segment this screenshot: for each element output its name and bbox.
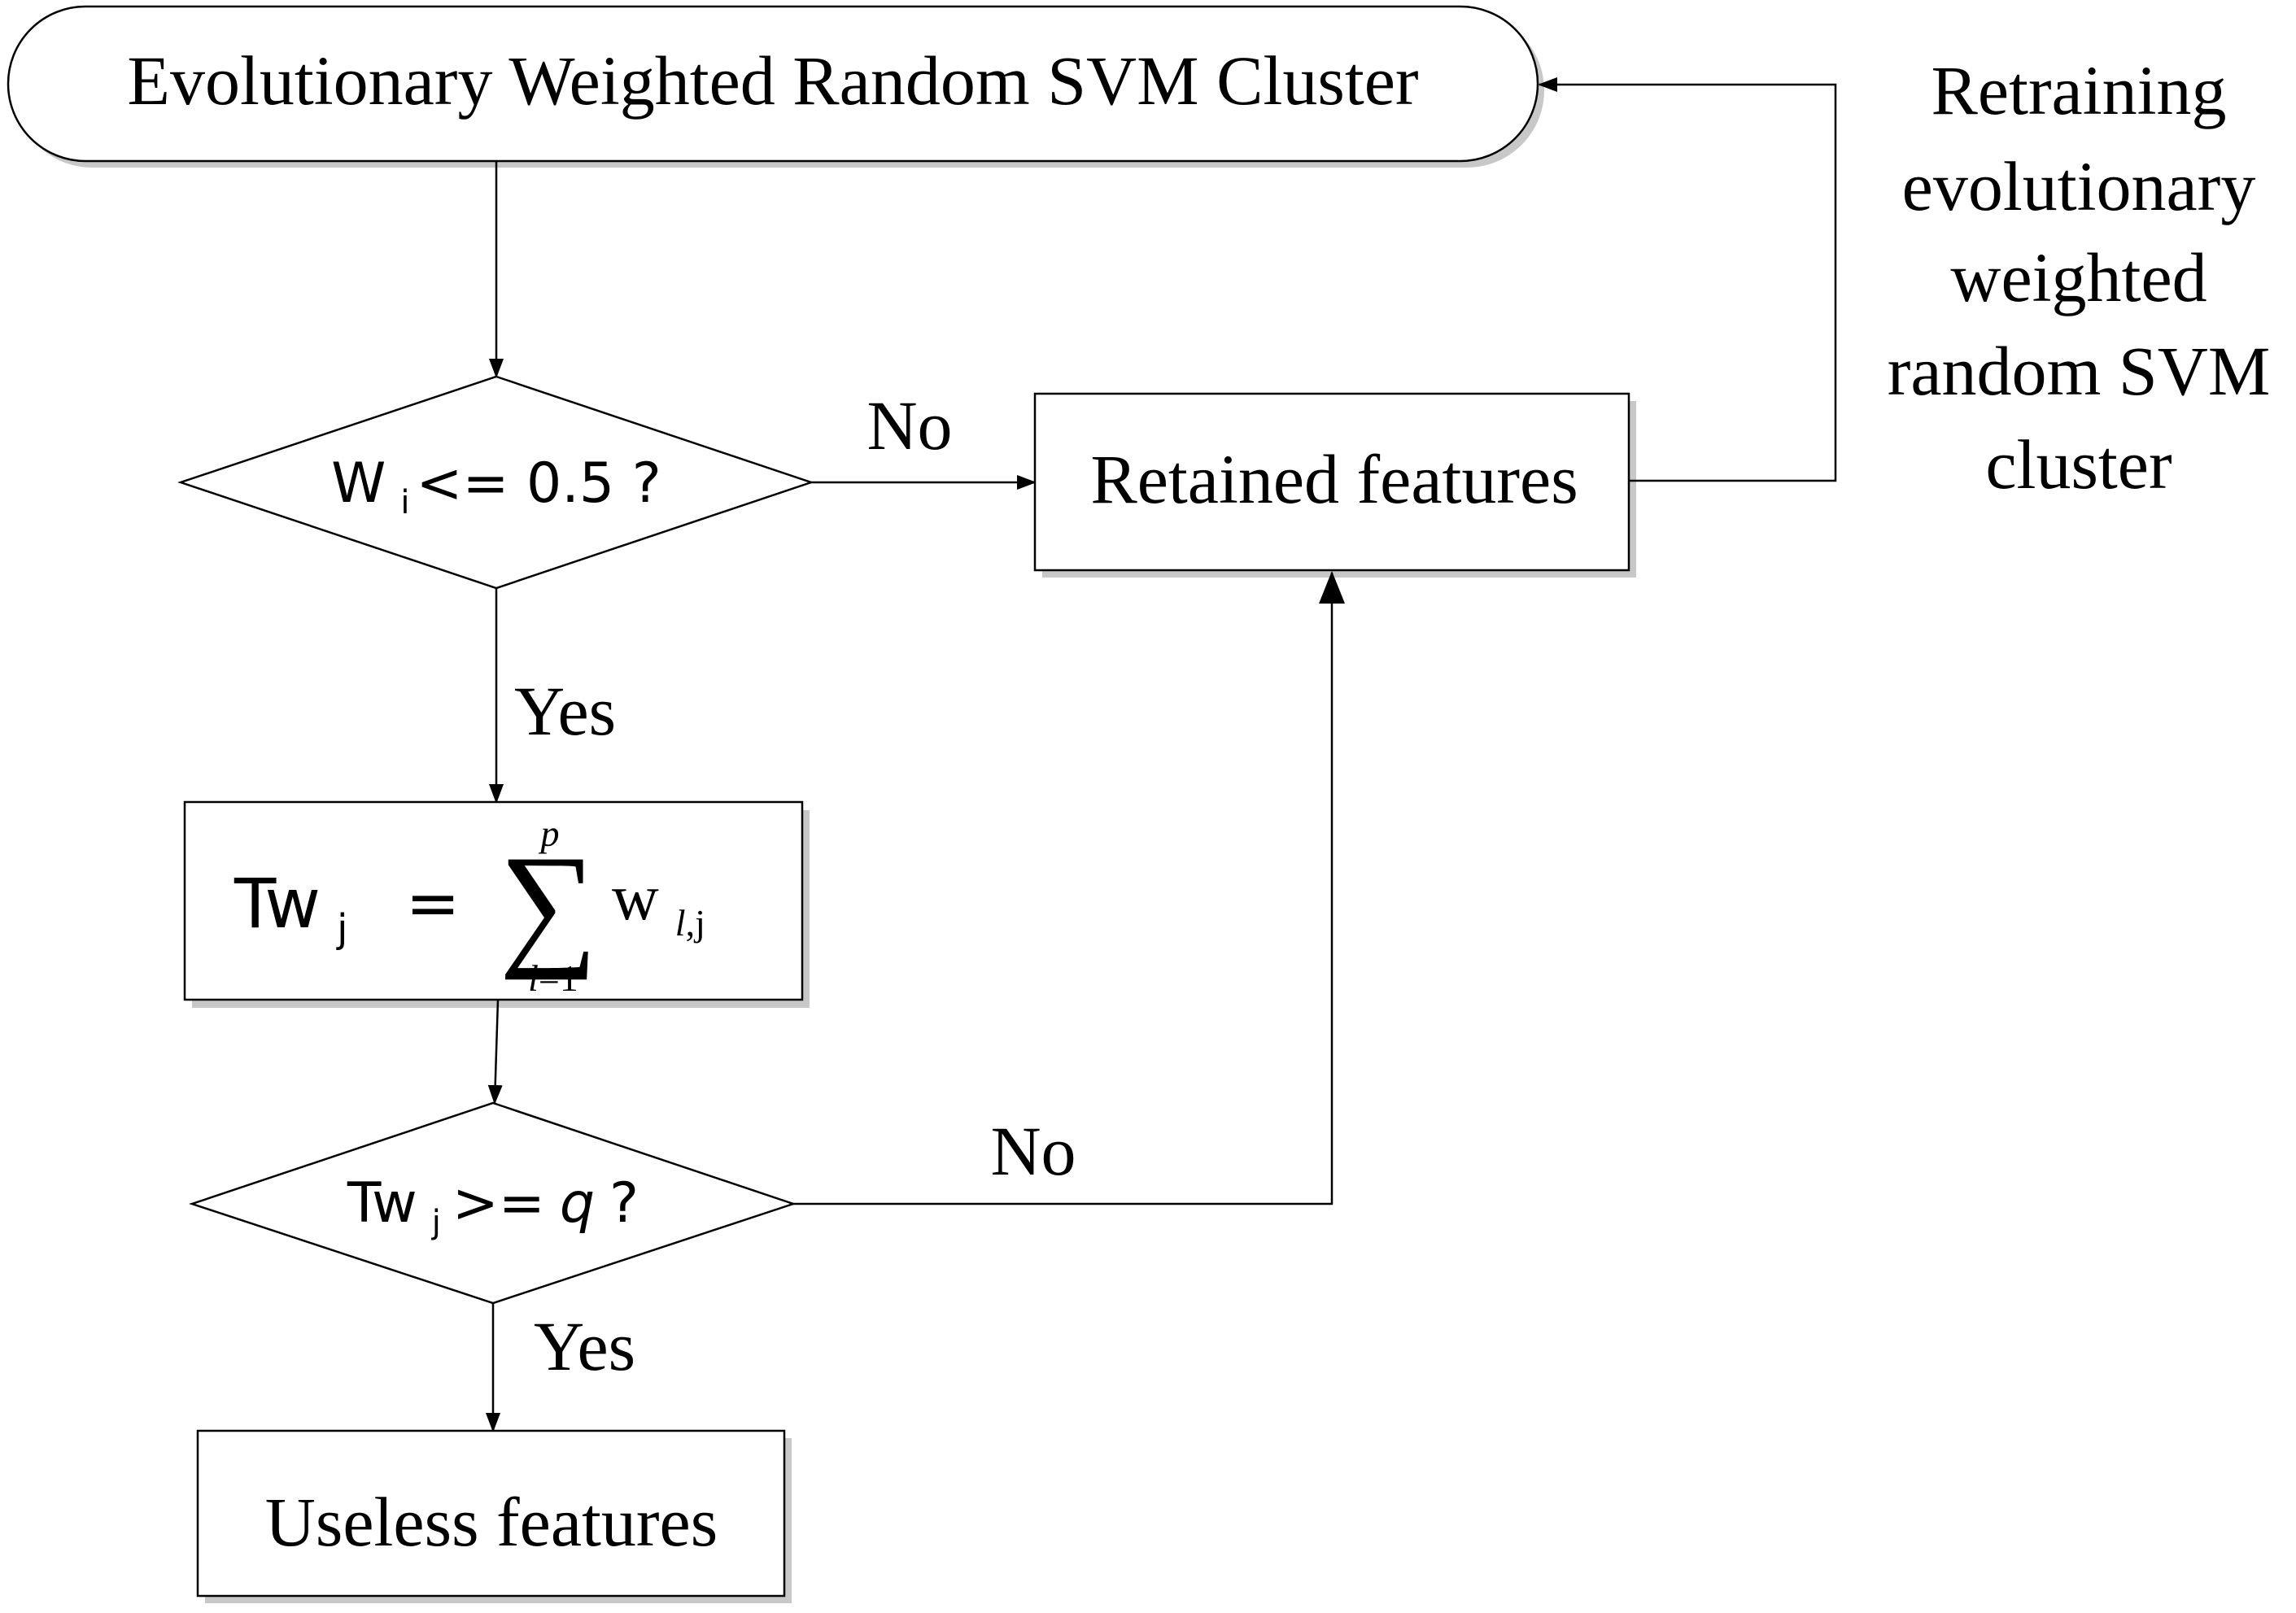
retraining-note: Retraining evolutionary weighted random … <box>1888 51 2271 504</box>
edge-decision1-yes-label: Yes <box>514 672 616 750</box>
edge-decision1-no-label: No <box>866 386 952 464</box>
decision2-sub: j <box>431 1204 441 1241</box>
sum-term-sub-rest: ,j <box>686 902 705 944</box>
decision1-var: W <box>331 451 386 516</box>
retraining-line-3: weighted <box>1950 238 2207 316</box>
edge-sum-to-decision2 <box>487 999 503 1105</box>
retraining-line-4: random SVM <box>1888 332 2271 410</box>
decision2-q: q <box>560 1171 595 1236</box>
decision2-tail: ? <box>609 1171 639 1236</box>
useless-node <box>196 1429 786 1598</box>
decision1-sub: i <box>400 484 409 521</box>
decision1-rest: <= 0.5 ? <box>416 451 661 516</box>
decision2-var: Tw <box>347 1171 417 1236</box>
sum-lhs-sub: j <box>336 906 347 952</box>
sum-sigma: ∑ <box>499 827 597 980</box>
retained-label: Retained features <box>1090 440 1578 518</box>
sum-lhs-var: Tw <box>234 864 321 944</box>
edge-decision2-yes-label: Yes <box>534 1307 635 1385</box>
sum-equals: = <box>405 865 460 941</box>
retraining-line-5: cluster <box>1985 425 2172 504</box>
sum-lower-limit: l=1 <box>528 957 578 999</box>
sum-term-var: w <box>612 862 659 934</box>
sum-upper-limit: p <box>539 813 560 854</box>
sum-lower-eq: =1 <box>539 957 578 999</box>
start-node-label: Evolutionary Weighted Random SVM Cluster <box>127 41 1418 120</box>
retraining-line-2: evolutionary <box>1902 147 2256 225</box>
edge-retrain-loop <box>1538 77 1837 482</box>
edge-decision2-no-label: No <box>990 1112 1076 1190</box>
sum-node <box>183 800 804 1001</box>
useless-label: Useless features <box>265 1483 718 1561</box>
sum-term-sub-l: l <box>675 902 686 944</box>
decision2-op: >= <box>452 1171 545 1236</box>
retained-node <box>1033 392 1630 572</box>
retraining-line-1: Retraining <box>1931 51 2226 129</box>
edge-decision2-no <box>793 571 1345 1205</box>
sum-lower-var: l <box>528 957 539 999</box>
